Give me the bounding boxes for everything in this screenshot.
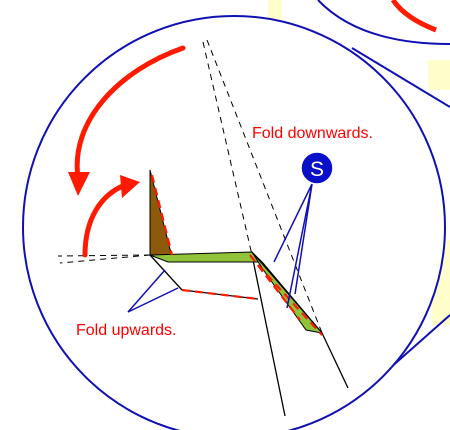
- green-flap: [149, 251, 264, 263]
- upper-circle-outline: [317, 0, 450, 45]
- crease-lines: [57, 39, 323, 334]
- yellow-highlight-right-top: [428, 60, 450, 90]
- fold-up-arrowhead: [120, 175, 140, 198]
- fold-up-arrow: [82, 182, 128, 258]
- fold-up-pointers: [127, 269, 179, 313]
- badge-pointers: [273, 183, 313, 309]
- fold-downwards-label: Fold downwards.: [252, 125, 373, 142]
- step-badge-letter: S: [310, 158, 324, 181]
- fold-down-arrow: [74, 45, 186, 181]
- fold-edge-dashes: [150, 174, 323, 336]
- fold-arrows: [74, 45, 186, 258]
- green-flap-side: [251, 251, 324, 334]
- callout-tangent-top: [351, 47, 450, 108]
- step-badge: [300, 151, 334, 185]
- fold-upwards-label: Fold upwards.: [76, 322, 177, 339]
- yellow-highlight-top: [268, 0, 282, 20]
- magnifier-circle: [22, 15, 446, 430]
- fold-down-arrowhead: [68, 172, 90, 196]
- upper-fold-arrow-fragment: [390, 0, 437, 33]
